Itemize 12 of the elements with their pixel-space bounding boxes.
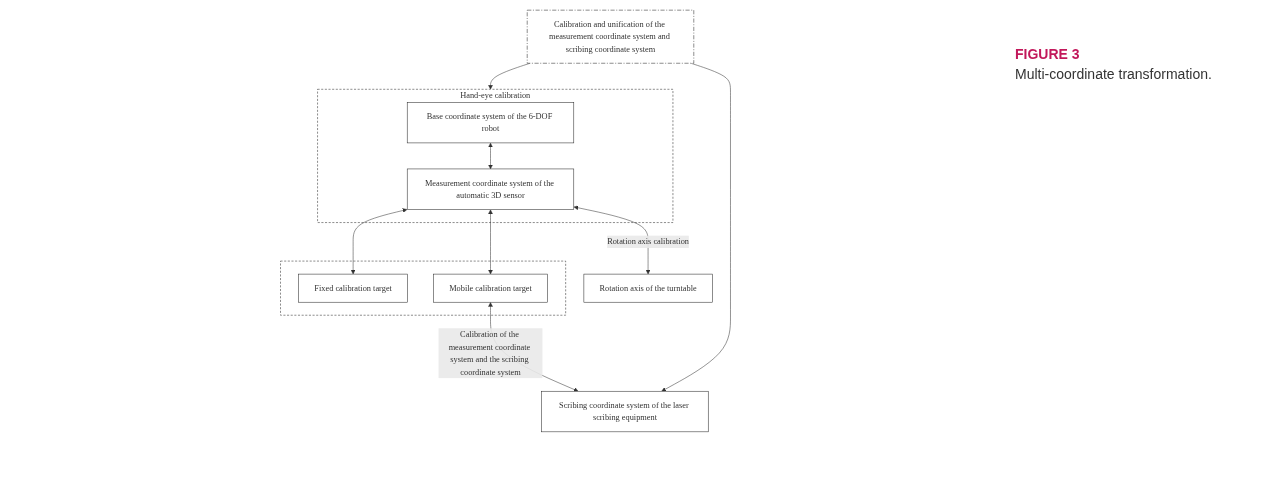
- node-box: Mobile calibration target: [433, 273, 548, 303]
- figure-number: FIGURE 3: [1015, 46, 1081, 62]
- caption: Multi-coordinate transformation.: [1015, 66, 1213, 82]
- edge-label: Calibration of the measurement coordinate system and the scribing coordinate system: [448, 329, 531, 377]
- node-box: Scribing coordinate system of the laser scribing equipment: [541, 390, 709, 433]
- node-box: Measurement coordinate system of the automatic 3D sensor: [406, 168, 575, 210]
- edge-label: Rotation axis calibration: [607, 237, 690, 246]
- node-box: Rotation axis of the turntable: [583, 273, 713, 303]
- node-box: Base coordinate system of the 6-DOF robot: [406, 102, 575, 144]
- node-box: Calibration and unification of the measurement coordinate system and scribing coordinate system: [526, 9, 695, 64]
- node-box: Fixed calibration target: [298, 273, 408, 303]
- cluster: [280, 260, 566, 316]
